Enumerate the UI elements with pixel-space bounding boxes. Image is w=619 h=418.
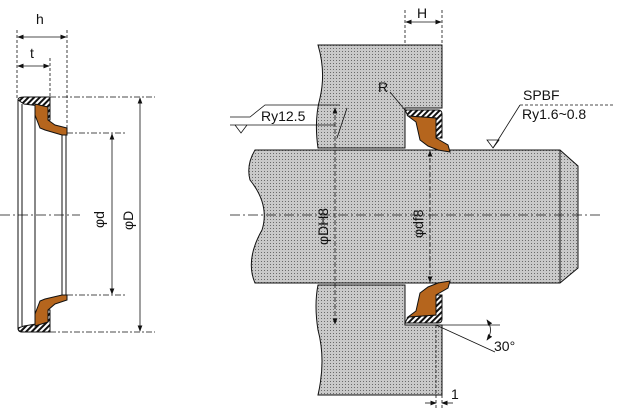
installed-seal-bottom bbox=[404, 280, 451, 324]
lower-housing bbox=[315, 284, 443, 396]
label-phi-d: φd bbox=[91, 211, 107, 228]
label-spbf: SPBF bbox=[523, 87, 560, 103]
label-R: R bbox=[378, 79, 388, 95]
label-phi-D: φD bbox=[120, 211, 136, 230]
seal-dimensions bbox=[0, 30, 155, 333]
label-t: t bbox=[30, 45, 34, 61]
shaft bbox=[248, 149, 579, 284]
label-phi-df8: φdf8 bbox=[410, 209, 426, 238]
installed-seal-top bbox=[404, 109, 451, 153]
label-h: h bbox=[36, 11, 44, 27]
label-ry1-6-0-8: Ry1.6~0.8 bbox=[522, 106, 586, 122]
label-chamfer-1: 1 bbox=[451, 386, 459, 402]
label-phi-DH8: φDH8 bbox=[315, 208, 331, 245]
seal-side-view bbox=[17, 96, 68, 333]
installation-dimensions bbox=[230, 10, 615, 410]
upper-housing bbox=[315, 44, 443, 149]
label-H: H bbox=[417, 5, 427, 21]
label-ry12-5: Ry12.5 bbox=[261, 108, 306, 124]
label-angle-30: 30° bbox=[494, 338, 515, 354]
